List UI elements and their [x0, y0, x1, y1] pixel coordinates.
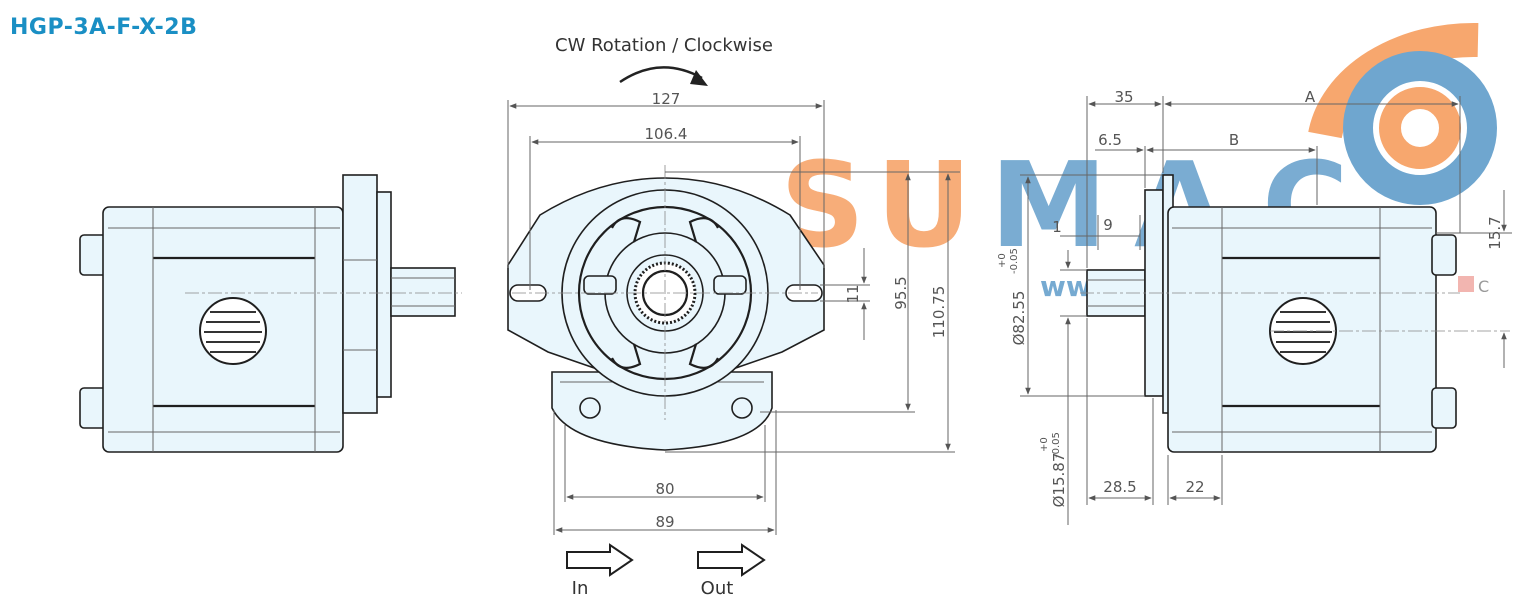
- inlet-arrow-icon: [566, 543, 634, 577]
- dim-35: 35: [1114, 88, 1133, 106]
- dim-89: 89: [655, 513, 674, 531]
- rotation-label: CW Rotation / Clockwise: [555, 35, 773, 56]
- front-dimensions: 127 106.4 95.5 110.75 11 80 89: [507, 90, 960, 535]
- outlet-arrow-icon: [697, 543, 766, 577]
- dim-95-5: 95.5: [892, 276, 910, 309]
- logo-orange-ring: [1379, 87, 1461, 169]
- watermark-mark-c: C: [1478, 277, 1489, 296]
- dim-106-4: 106.4: [645, 125, 688, 143]
- dim-110-75: 110.75: [930, 286, 948, 339]
- dim-15-7: 15.7: [1486, 216, 1504, 249]
- dim-9: 9: [1103, 216, 1113, 234]
- watermark-letter-m: M: [990, 136, 1107, 274]
- side-dimensions: 35 A 6.5 B 1 9 15.7 Ø82.55 +0 -0.05 Ø15.…: [997, 88, 1512, 525]
- left-side-view: [79, 174, 462, 453]
- shaft-tol-plus: +0: [1039, 437, 1050, 452]
- dim-1: 1: [1052, 218, 1062, 236]
- dim-22: 22: [1185, 478, 1204, 496]
- shaft-tol-minus: -0.05: [1051, 432, 1062, 458]
- front-view: [507, 66, 825, 451]
- watermark-letter-u: U: [876, 136, 972, 274]
- dim-shaft-dia: Ø15.87: [1050, 453, 1068, 508]
- pilot-tol-plus: +0: [997, 253, 1008, 268]
- dim-a: A: [1305, 88, 1316, 106]
- dim-11: 11: [844, 284, 862, 303]
- pilot-tol-minus: -0.05: [1009, 248, 1020, 274]
- right-side-view: [1080, 174, 1510, 453]
- dim-80: 80: [655, 480, 674, 498]
- dim-b: B: [1229, 131, 1239, 149]
- rotation-arrow-icon: [619, 66, 703, 84]
- logo-blue-ring: [1343, 51, 1497, 205]
- dim-6-5: 6.5: [1098, 131, 1122, 149]
- model-title: HGP-3A-F-X-2B: [10, 15, 198, 40]
- inlet-label: In: [572, 578, 589, 599]
- dim-pilot-dia: Ø82.55: [1010, 291, 1028, 346]
- dim-28-5: 28.5: [1103, 478, 1136, 496]
- side-port-icon: [199, 297, 267, 365]
- dim-127: 127: [652, 90, 681, 108]
- outlet-label: Out: [701, 578, 734, 599]
